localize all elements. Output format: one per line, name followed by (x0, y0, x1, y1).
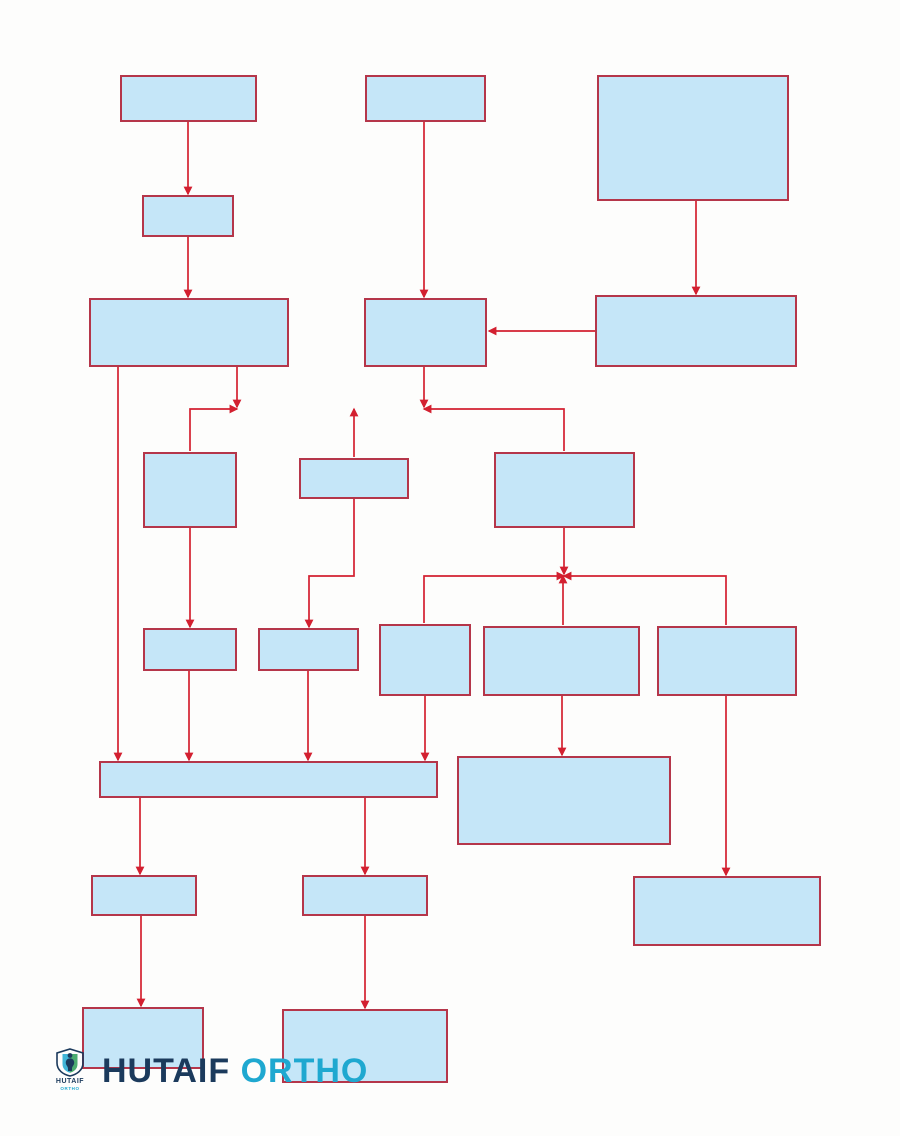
flow-node-box[interactable] (89, 298, 289, 367)
flow-node-box[interactable] (99, 761, 438, 798)
edge-bus1-n10 (422, 404, 565, 451)
flow-node-box[interactable] (457, 756, 671, 845)
flow-node[interactable] (595, 295, 797, 367)
flow-node[interactable] (143, 452, 237, 528)
flow-node[interactable] (302, 875, 428, 916)
flow-node-box[interactable] (258, 628, 359, 671)
node-layer (82, 75, 821, 1083)
flow-node[interactable] (633, 876, 821, 946)
flow-node[interactable] (657, 626, 797, 696)
flow-node-box[interactable] (379, 624, 471, 696)
flow-node-box[interactable] (595, 295, 797, 367)
flow-node[interactable] (365, 75, 486, 122)
flow-node-box[interactable] (597, 75, 789, 201)
flow-node-box[interactable] (299, 458, 409, 499)
flow-node-box[interactable] (143, 452, 237, 528)
flow-node-box[interactable] (282, 1009, 448, 1083)
connector-layer (113, 121, 731, 1010)
flow-node[interactable] (494, 452, 635, 528)
flow-node-box[interactable] (91, 875, 197, 916)
flow-node-box[interactable] (494, 452, 635, 528)
flow-node[interactable] (597, 75, 789, 201)
flow-node[interactable] (120, 75, 257, 122)
flow-node-box[interactable] (302, 875, 428, 916)
flow-node[interactable] (143, 628, 237, 671)
flow-node-box[interactable] (365, 75, 486, 122)
flow-node[interactable] (142, 195, 234, 237)
flow-node[interactable] (82, 1007, 204, 1069)
flow-node-box[interactable] (143, 628, 237, 671)
flow-node[interactable] (99, 761, 438, 798)
flow-node-box[interactable] (120, 75, 257, 122)
edge-bus1-n8 (189, 404, 239, 451)
flow-node[interactable] (483, 626, 640, 696)
flow-node-box[interactable] (364, 298, 487, 367)
flow-node[interactable] (91, 875, 197, 916)
edge-bus2-n13 (423, 571, 566, 623)
flow-node-box[interactable] (657, 626, 797, 696)
flow-node[interactable] (89, 298, 289, 367)
flow-node-box[interactable] (633, 876, 821, 946)
flow-node[interactable] (457, 756, 671, 845)
flow-node[interactable] (379, 624, 471, 696)
flow-node[interactable] (282, 1009, 448, 1083)
flow-node[interactable] (258, 628, 359, 671)
flow-node-box[interactable] (483, 626, 640, 696)
edge-bus2-n15 (562, 571, 727, 625)
flow-node[interactable] (364, 298, 487, 367)
flow-node-box[interactable] (82, 1007, 204, 1069)
flow-node[interactable] (299, 458, 409, 499)
flow-node-box[interactable] (142, 195, 234, 237)
edge-n9-n12 (304, 498, 355, 629)
